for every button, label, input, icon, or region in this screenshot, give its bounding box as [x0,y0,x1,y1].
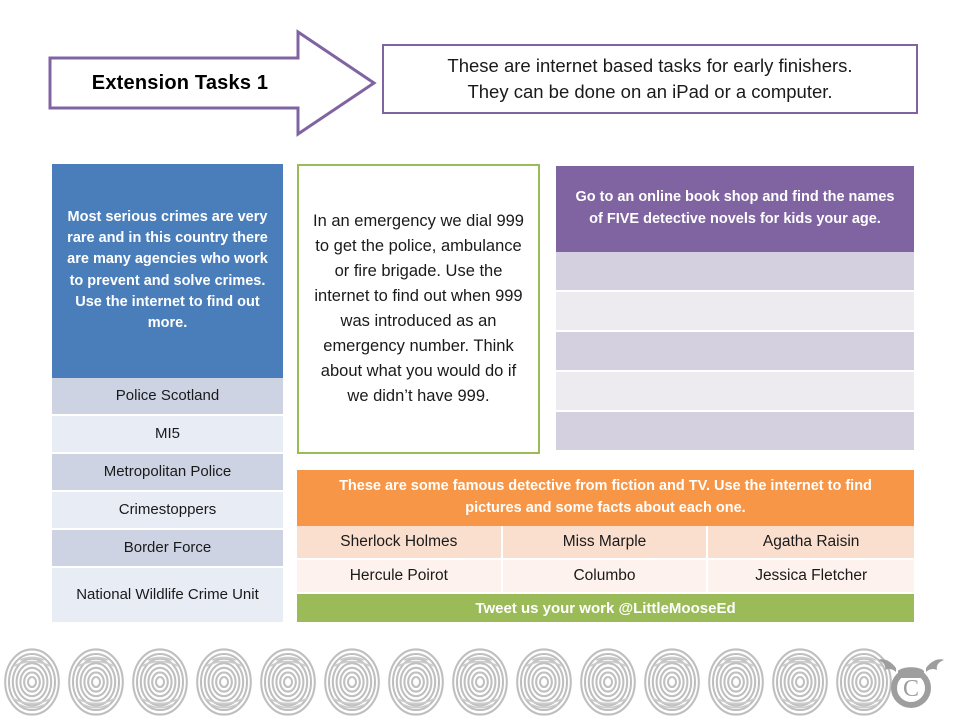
detective-cell: Columbo [502,560,709,594]
detective-row: Sherlock Holmes Miss Marple Agatha Raisi… [297,526,915,560]
detective-row: Hercule Poirot Columbo Jessica Fletcher [297,560,915,594]
detective-cell: Hercule Poirot [297,560,503,594]
agencies-panel: Most serious crimes are very rare and in… [52,164,283,624]
famous-detectives-header: These are some famous detective from fic… [297,470,914,526]
fingerprint-icon [452,648,508,716]
detective-novels-panel: Go to an online book shop and find the n… [556,166,914,452]
detective-novels-header: Go to an online book shop and find the n… [556,166,914,252]
detective-cell: Miss Marple [502,526,709,560]
agency-row: Metropolitan Police [52,454,283,492]
fingerprint-icon [644,648,700,716]
emergency-999-box: In an emergency we dial 999 to get the p… [297,164,540,454]
agency-row: Police Scotland [52,378,283,416]
detective-cell: Sherlock Holmes [297,526,503,560]
fingerprint-icon [836,648,892,716]
answer-row[interactable] [556,412,914,452]
answer-row[interactable] [556,292,914,332]
fingerprint-icon [4,648,60,716]
famous-detectives-panel: These are some famous detective from fic… [297,470,915,622]
emergency-999-text: In an emergency we dial 999 to get the p… [313,211,524,406]
fingerprint-icon [772,648,828,716]
agency-row: Crimestoppers [52,492,283,530]
arrow-shape-icon [48,29,377,137]
intro-line-1: These are internet based tasks for early… [447,55,853,77]
svg-text:C: C [903,676,919,702]
intro-instruction-box: These are internet based tasks for early… [382,44,918,114]
fingerprint-icon [132,648,188,716]
fingerprint-icon [324,648,380,716]
answer-row[interactable] [556,372,914,412]
agency-row: National Wildlife Crime Unit [52,568,283,624]
fingerprint-icon [708,648,764,716]
detective-cell: Jessica Fletcher [708,560,915,594]
detective-cell: Agatha Raisin [708,526,915,560]
answer-row[interactable] [556,252,914,292]
fingerprint-icon [580,648,636,716]
moose-copyright-logo: C [878,659,944,708]
fingerprint-icon [68,648,124,716]
agencies-panel-header: Most serious crimes are very rare and in… [52,164,283,378]
intro-line-2: They can be done on an iPad or a compute… [467,81,833,102]
fingerprint-icon [196,648,252,716]
agency-row: MI5 [52,416,283,454]
agency-row: Border Force [52,530,283,568]
extension-tasks-arrow-banner: Extension Tasks 1 [48,28,378,138]
fingerprint-decoration-strip [0,644,960,720]
fingerprint-icon [388,648,444,716]
tweet-call-to-action-bar[interactable]: Tweet us your work @LittleMooseEd [297,594,914,622]
answer-row[interactable] [556,332,914,372]
fingerprint-icon [260,648,316,716]
fingerprint-icon [516,648,572,716]
page-title: Extension Tasks 1 [91,71,269,94]
